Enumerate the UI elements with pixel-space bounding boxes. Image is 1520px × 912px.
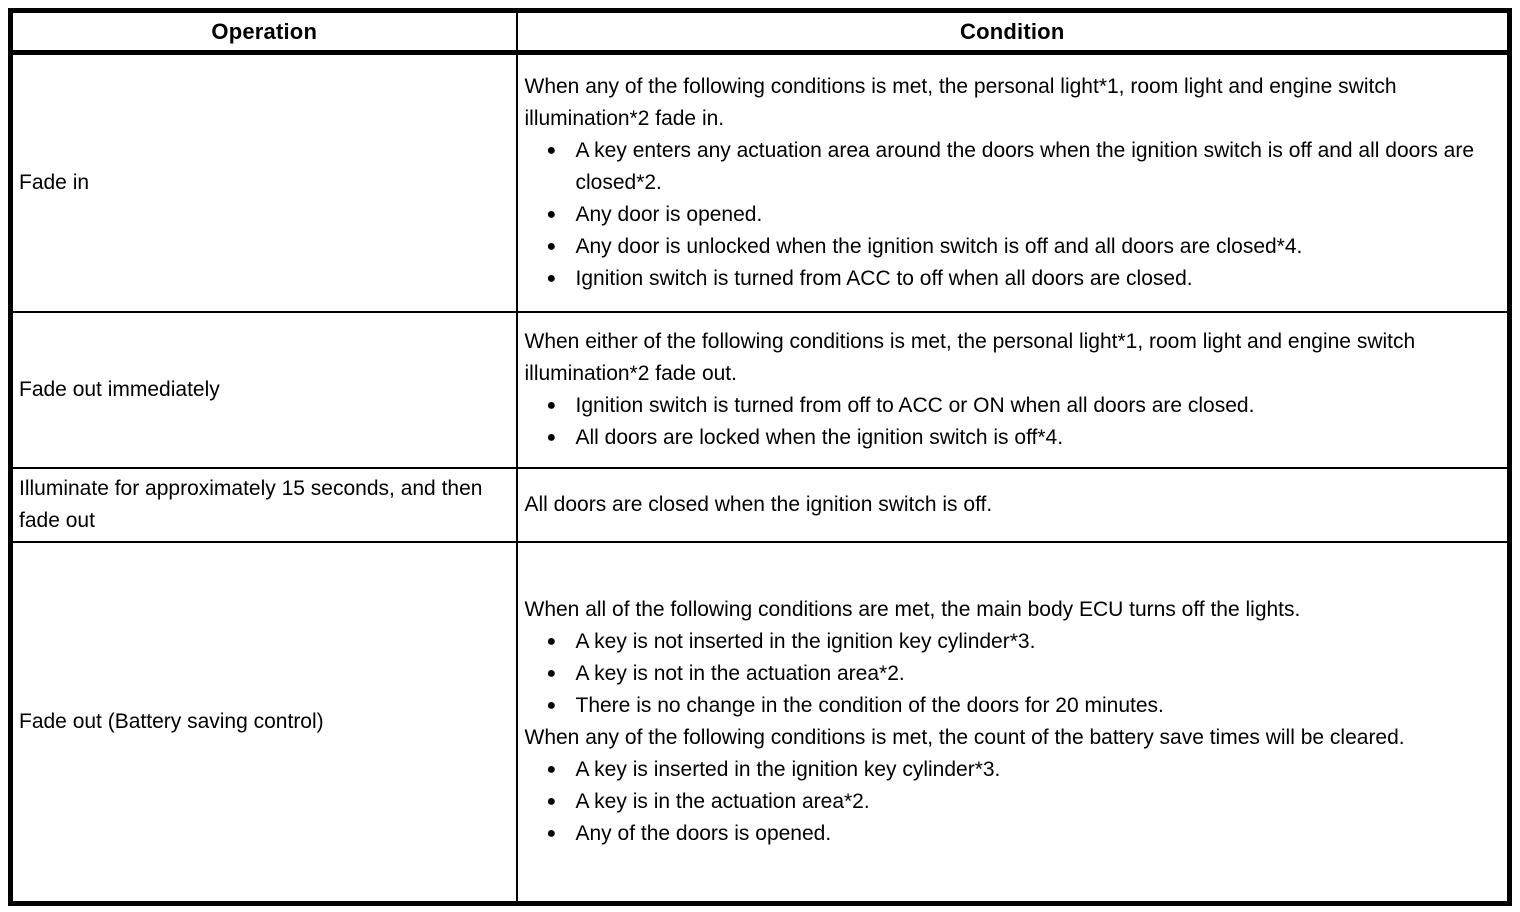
bullet-icon: ● <box>546 824 557 842</box>
bullet-text: There is no change in the condition of t… <box>575 693 1164 717</box>
list-item: ● A key is inserted in the ignition key … <box>525 754 1498 786</box>
table-row-fade-in: Fade in When any of the following condit… <box>9 51 1511 313</box>
operation-cell: Illuminate for approximately 15 seconds,… <box>9 466 518 543</box>
list-item: ● A key enters any actuation area around… <box>525 135 1498 199</box>
table-header-row: Operation Condition <box>10 10 1510 55</box>
bullet-text: A key is not in the actuation area*2. <box>575 661 905 685</box>
operation-cell: Fade out (Battery saving control) <box>9 540 518 905</box>
bullet-text: Ignition switch is turned from off to AC… <box>575 393 1255 417</box>
operation-condition-table: Operation Condition Fade in When any of … <box>8 8 1512 906</box>
bullet-icon: ● <box>546 632 557 650</box>
operation-cell: Fade in <box>9 51 518 313</box>
condition-cell: When any of the following conditions is … <box>515 51 1511 313</box>
condition-bullet-list: ● A key is not inserted in the ignition … <box>525 626 1498 722</box>
condition-cell: When either of the following conditions … <box>515 310 1511 469</box>
bullet-text: A key is in the actuation area*2. <box>575 789 870 813</box>
bullet-icon: ● <box>546 428 557 446</box>
condition-paragraph: When any of the following conditions is … <box>524 725 1405 749</box>
condition-paragraph: All doors are closed when the ignition s… <box>524 492 993 516</box>
bullet-icon: ● <box>546 664 557 682</box>
list-item: ● All doors are locked when the ignition… <box>525 422 1498 454</box>
list-item: ● A key is not in the actuation area*2. <box>525 658 1498 690</box>
bullet-text: Any door is unlocked when the ignition s… <box>575 234 1303 258</box>
table-row-fade-out-battery-saving: Fade out (Battery saving control) When a… <box>9 540 1511 905</box>
condition-bullet-list: ● A key is inserted in the ignition key … <box>525 754 1498 850</box>
list-item: ● A key is not inserted in the ignition … <box>525 626 1498 658</box>
condition-cell: When all of the following conditions are… <box>515 540 1511 905</box>
condition-content: When either of the following conditions … <box>525 326 1498 454</box>
condition-bullet-list: ● Ignition switch is turned from off to … <box>525 390 1498 454</box>
column-header-condition: Condition <box>515 10 1510 55</box>
bullet-icon: ● <box>546 696 557 714</box>
condition-paragraph: When all of the following conditions are… <box>524 597 1301 621</box>
list-item: ● Any of the doors is opened. <box>525 818 1498 850</box>
list-item: ● There is no change in the condition of… <box>525 690 1498 722</box>
condition-content: When all of the following conditions are… <box>525 594 1498 850</box>
condition-paragraph: When either of the following conditions … <box>524 329 1416 385</box>
list-item: ● Ignition switch is turned from ACC to … <box>525 263 1498 295</box>
bullet-text: All doors are locked when the ignition s… <box>575 425 1064 449</box>
bullet-icon: ● <box>546 269 557 287</box>
list-item: ● Any door is unlocked when the ignition… <box>525 231 1498 263</box>
table-row-fade-out-immediately: Fade out immediately When either of the … <box>9 310 1511 469</box>
bullet-text: A key enters any actuation area around t… <box>575 138 1475 194</box>
bullet-icon: ● <box>546 396 557 414</box>
bullet-icon: ● <box>546 760 557 778</box>
bullet-icon: ● <box>546 141 557 159</box>
column-header-operation: Operation <box>10 10 517 55</box>
bullet-text: A key is not inserted in the ignition ke… <box>575 629 1036 653</box>
bullet-text: Any of the doors is opened. <box>575 821 832 845</box>
condition-cell: All doors are closed when the ignition s… <box>515 466 1511 543</box>
bullet-icon: ● <box>546 205 557 223</box>
list-item: ● Any door is opened. <box>525 199 1498 231</box>
operation-cell: Fade out immediately <box>9 310 518 469</box>
bullet-icon: ● <box>546 792 557 810</box>
bullet-text: A key is inserted in the ignition key cy… <box>575 757 1001 781</box>
condition-content: When any of the following conditions is … <box>525 71 1498 295</box>
list-item: ● A key is in the actuation area*2. <box>525 786 1498 818</box>
bullet-text: Any door is opened. <box>575 202 763 226</box>
bullet-text: Ignition switch is turned from ACC to of… <box>575 266 1193 290</box>
condition-paragraph: When any of the following conditions is … <box>524 74 1397 130</box>
condition-bullet-list: ● A key enters any actuation area around… <box>525 135 1498 295</box>
table-row-illuminate-15-seconds: Illuminate for approximately 15 seconds,… <box>9 466 1511 543</box>
condition-content: All doors are closed when the ignition s… <box>525 489 1498 521</box>
bullet-icon: ● <box>546 237 557 255</box>
list-item: ● Ignition switch is turned from off to … <box>525 390 1498 422</box>
